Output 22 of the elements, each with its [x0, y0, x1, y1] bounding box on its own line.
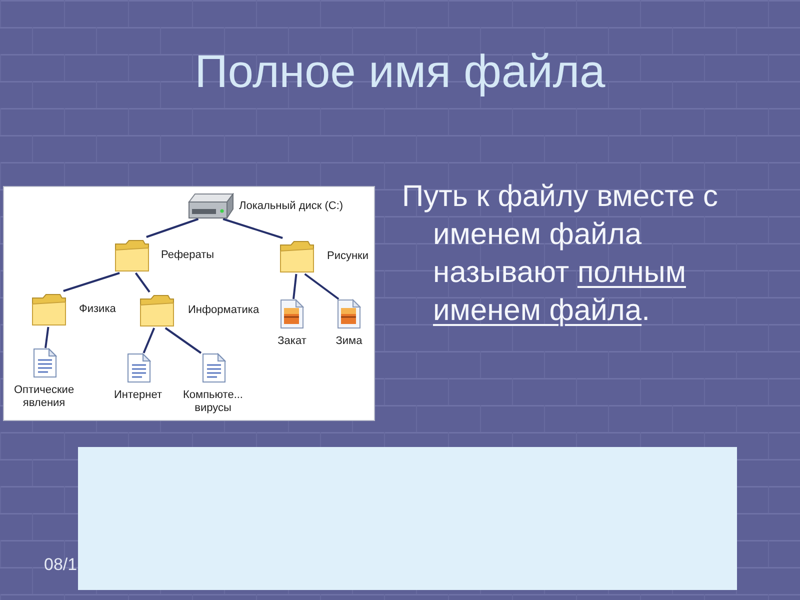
folder-label: Физика — [79, 302, 116, 316]
file-label: Зима — [336, 335, 362, 348]
connector-line — [142, 328, 156, 354]
slide-title: Полное имя файла — [194, 48, 606, 94]
connector-line — [292, 274, 298, 300]
definition-text: Путь к файлу вместе с именем файла называют полным именем файла. — [402, 179, 720, 329]
connector-line — [304, 273, 340, 300]
file-label: Оптические явления — [12, 384, 76, 410]
connector-line — [146, 218, 199, 238]
file-label: Интернет — [114, 389, 162, 402]
folder-label: Информатика — [188, 304, 260, 316]
connector-line — [134, 272, 150, 293]
connector-line — [164, 327, 202, 354]
folder-label: Рисунки — [327, 250, 369, 262]
date-text: 08/1 — [44, 555, 78, 575]
connector-line — [222, 218, 283, 239]
folder-label: Рефераты — [161, 248, 214, 262]
file-label: Компьюте... вирусы — [182, 389, 244, 415]
file-label: Закат — [278, 335, 306, 348]
drive-label: Локальный диск (C:) — [239, 200, 344, 212]
connector-line — [63, 272, 120, 292]
connector-line — [44, 326, 50, 348]
